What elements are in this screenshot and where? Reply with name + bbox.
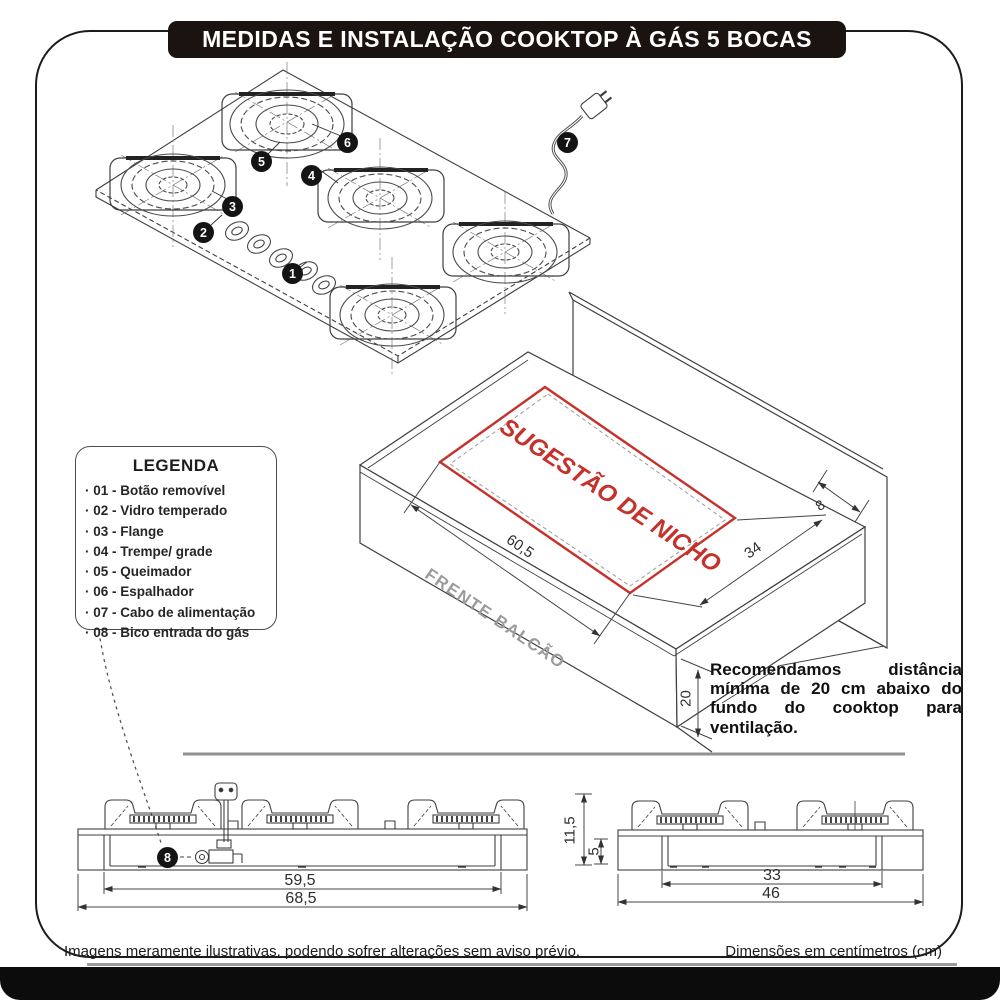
legend-item-01: · 01 - Botão removível bbox=[85, 483, 226, 498]
callout-5-number: 5 bbox=[258, 154, 265, 169]
page-title: MEDIDAS E INSTALAÇÃO COOKTOP À GÁS 5 BOC… bbox=[202, 26, 812, 52]
callout-3-number: 3 bbox=[229, 199, 236, 214]
bottom-gray-divider bbox=[87, 963, 957, 966]
title-bar: MEDIDAS E INSTALAÇÃO COOKTOP À GÁS 5 BOC… bbox=[168, 21, 846, 58]
legend-item-08: · 08 - Bico entrada do gás bbox=[85, 625, 250, 641]
callout-1: 1 bbox=[282, 263, 303, 284]
bottom-black-bar bbox=[0, 967, 1000, 1000]
dim-total-width: 68,5 bbox=[285, 890, 317, 907]
callout-8-number: 8 bbox=[164, 850, 171, 865]
callout-8: 8 bbox=[157, 847, 178, 868]
legend-box: LEGENDA · 01 - Botão removível · 02 - Vi… bbox=[75, 446, 277, 640]
callout-6-number: 6 bbox=[344, 135, 351, 150]
dim-total-height: 11,5 bbox=[561, 816, 579, 845]
dim-total-depth: 46 bbox=[762, 885, 780, 902]
callout-1-number: 1 bbox=[289, 266, 296, 281]
callout-2-number: 2 bbox=[200, 225, 207, 240]
callout-4: 4 bbox=[301, 165, 322, 186]
dim-cutout-depth: 33 bbox=[763, 867, 781, 884]
legend-item-07: · 07 - Cabo de alimentação bbox=[85, 604, 256, 620]
legend-item-04: · 04 - Trempe/ grade bbox=[85, 543, 213, 559]
ventilation-note: Recomendamos distância mínima de 20 cm a… bbox=[710, 660, 962, 737]
callout-4-number: 4 bbox=[308, 168, 315, 183]
dim-clearance-below: 20 bbox=[677, 690, 695, 707]
callout-6: 6 bbox=[337, 132, 358, 153]
footer-disclaimer: Imagens meramente ilustrativas, podendo … bbox=[64, 943, 581, 960]
footer-units: Dimensões em centímetros (cm) bbox=[725, 943, 942, 960]
legend-item-05: · 05 - Queimador bbox=[85, 564, 192, 580]
legend-items: · 01 - Botão removível · 02 - Vidro temp… bbox=[76, 481, 276, 643]
callout-3: 3 bbox=[222, 196, 243, 217]
legend-item-02: · 02 - Vidro temperado bbox=[85, 503, 228, 519]
legend-item-03: · 03 - Flange bbox=[85, 523, 164, 539]
dim-below-counter: 5 bbox=[585, 847, 603, 856]
callout-7: 7 bbox=[557, 132, 578, 153]
legend-item-06: · 06 - Espalhador bbox=[85, 584, 194, 600]
callout-7-number: 7 bbox=[564, 135, 571, 150]
callout-5: 5 bbox=[251, 151, 272, 172]
callout-2: 2 bbox=[193, 222, 214, 243]
dim-cutout-width: 59,5 bbox=[284, 872, 316, 889]
legend-title: LEGENDA bbox=[132, 456, 220, 475]
